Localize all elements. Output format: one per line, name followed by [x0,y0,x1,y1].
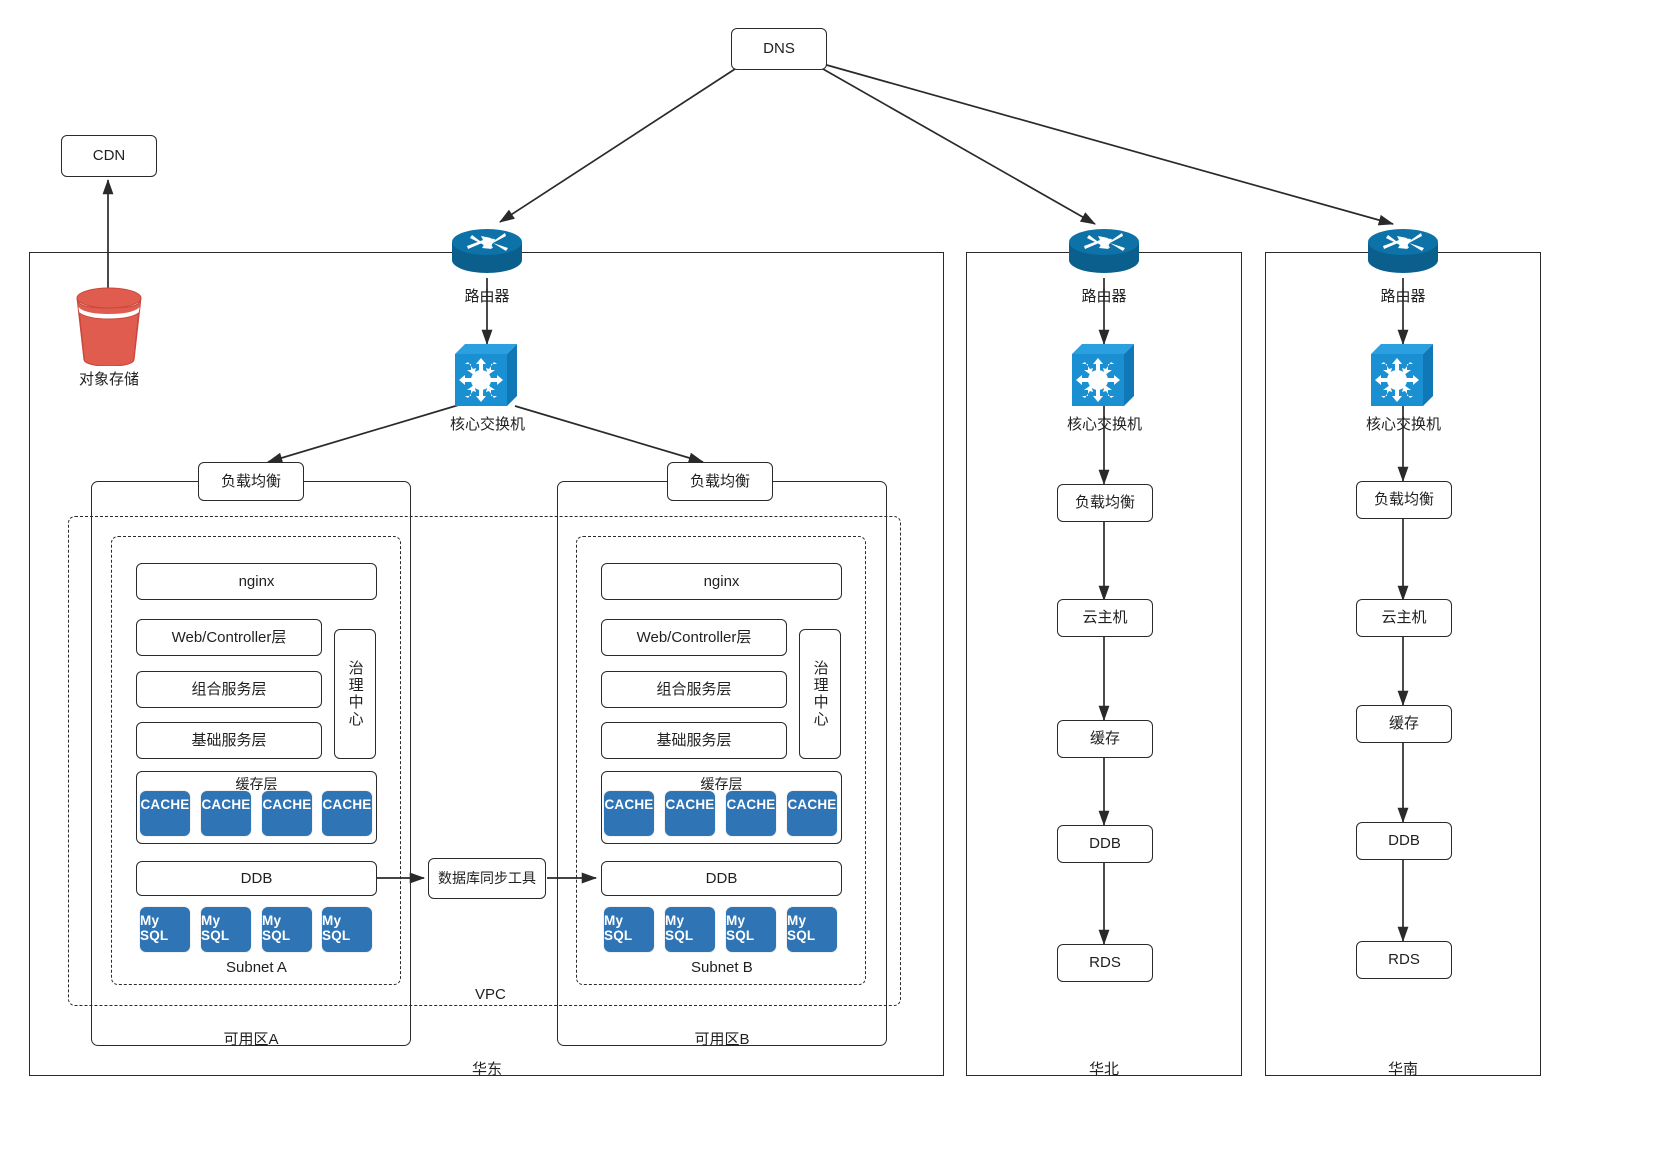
core-switch-icon-east [455,344,517,406]
core-switch-east-label: 核心交换机 [449,416,525,433]
mysql-chip[interactable]: My SQL [603,906,655,953]
basic-service-layer-zone-a[interactable]: 基础服务层 [136,722,322,759]
cache-chip[interactable]: CACHE [200,790,252,837]
composite-service-layer-zone-a[interactable]: 组合服务层 [136,671,322,708]
core-switch-icon-south [1371,344,1433,406]
availability-zone-a-label: 可用区A [223,1031,279,1048]
router-south-label: 路由器 [1380,288,1426,305]
governance-center-zone-a[interactable]: 治理中心 [334,629,376,759]
mysql-chip[interactable]: My SQL [725,906,777,953]
region-south-label: 华南 [1387,1061,1418,1078]
router-north-label: 路由器 [1081,288,1127,305]
cache-chip[interactable]: CACHE [603,790,655,837]
cache-chip[interactable]: CACHE [725,790,777,837]
router-icon-north [1067,224,1141,278]
subnet-a-label: Subnet A [219,959,294,976]
core-switch-north-label: 核心交换机 [1066,416,1142,433]
subnet-a-boundary [111,536,401,985]
cdn-node[interactable]: CDN [61,135,157,177]
web-controller-layer-zone-a[interactable]: Web/Controller层 [136,619,322,656]
web-controller-layer-zone-b[interactable]: Web/Controller层 [601,619,787,656]
vpc-label: VPC [468,986,513,1003]
load-balancer-north[interactable]: 负载均衡 [1057,484,1153,522]
vpc-boundary-east [68,516,901,1006]
cache-chip[interactable]: CACHE [261,790,313,837]
load-balancer-zone-a[interactable]: 负载均衡 [198,462,304,501]
router-east-label: 路由器 [464,288,510,305]
cache-north[interactable]: 缓存 [1057,720,1153,758]
availability-zone-b-label: 可用区B [694,1031,750,1048]
cache-chip[interactable]: CACHE [321,790,373,837]
subnet-b-label: Subnet B [684,959,760,976]
rds-north[interactable]: RDS [1057,944,1153,982]
cache-chip[interactable]: CACHE [664,790,716,837]
subnet-b-boundary [576,536,866,985]
cache-south[interactable]: 缓存 [1356,705,1452,743]
cache-chip[interactable]: CACHE [139,790,191,837]
nginx-zone-b[interactable]: nginx [601,563,842,600]
mysql-chip[interactable]: My SQL [664,906,716,953]
ddb-zone-a[interactable]: DDB [136,861,377,896]
object-storage-bucket-icon [74,286,144,367]
mysql-chip[interactable]: My SQL [139,906,191,953]
dns-node[interactable]: DNS [731,28,827,70]
governance-center-zone-b[interactable]: 治理中心 [799,629,841,759]
composite-service-layer-zone-b[interactable]: 组合服务层 [601,671,787,708]
mysql-chip[interactable]: My SQL [786,906,838,953]
basic-service-layer-zone-b[interactable]: 基础服务层 [601,722,787,759]
mysql-chip[interactable]: My SQL [321,906,373,953]
rds-south[interactable]: RDS [1356,941,1452,979]
nginx-zone-a[interactable]: nginx [136,563,377,600]
load-balancer-south[interactable]: 负载均衡 [1356,481,1452,519]
governance-center-zone-a-label: 治理中心 [346,660,364,728]
cache-layer-zone-a-label: 缓存层 [235,776,278,792]
core-switch-icon-north [1072,344,1134,406]
region-east-label: 华东 [471,1061,502,1078]
core-switch-south-label: 核心交换机 [1365,416,1441,433]
mysql-chip[interactable]: My SQL [200,906,252,953]
region-north-label: 华北 [1088,1061,1119,1078]
router-icon-south [1366,224,1440,278]
mysql-chip[interactable]: My SQL [261,906,313,953]
object-storage-label: 对象存储 [78,371,139,388]
cloud-host-north[interactable]: 云主机 [1057,599,1153,637]
load-balancer-zone-b[interactable]: 负载均衡 [667,462,773,501]
ddb-north[interactable]: DDB [1057,825,1153,863]
database-sync-tool[interactable]: 数据库同步工具 [428,858,546,899]
cache-chip[interactable]: CACHE [786,790,838,837]
cache-layer-zone-b-label: 缓存层 [700,776,743,792]
router-icon-east [450,224,524,278]
ddb-zone-b[interactable]: DDB [601,861,842,896]
governance-center-zone-b-label: 治理中心 [811,660,829,728]
cloud-host-south[interactable]: 云主机 [1356,599,1452,637]
ddb-south[interactable]: DDB [1356,822,1452,860]
